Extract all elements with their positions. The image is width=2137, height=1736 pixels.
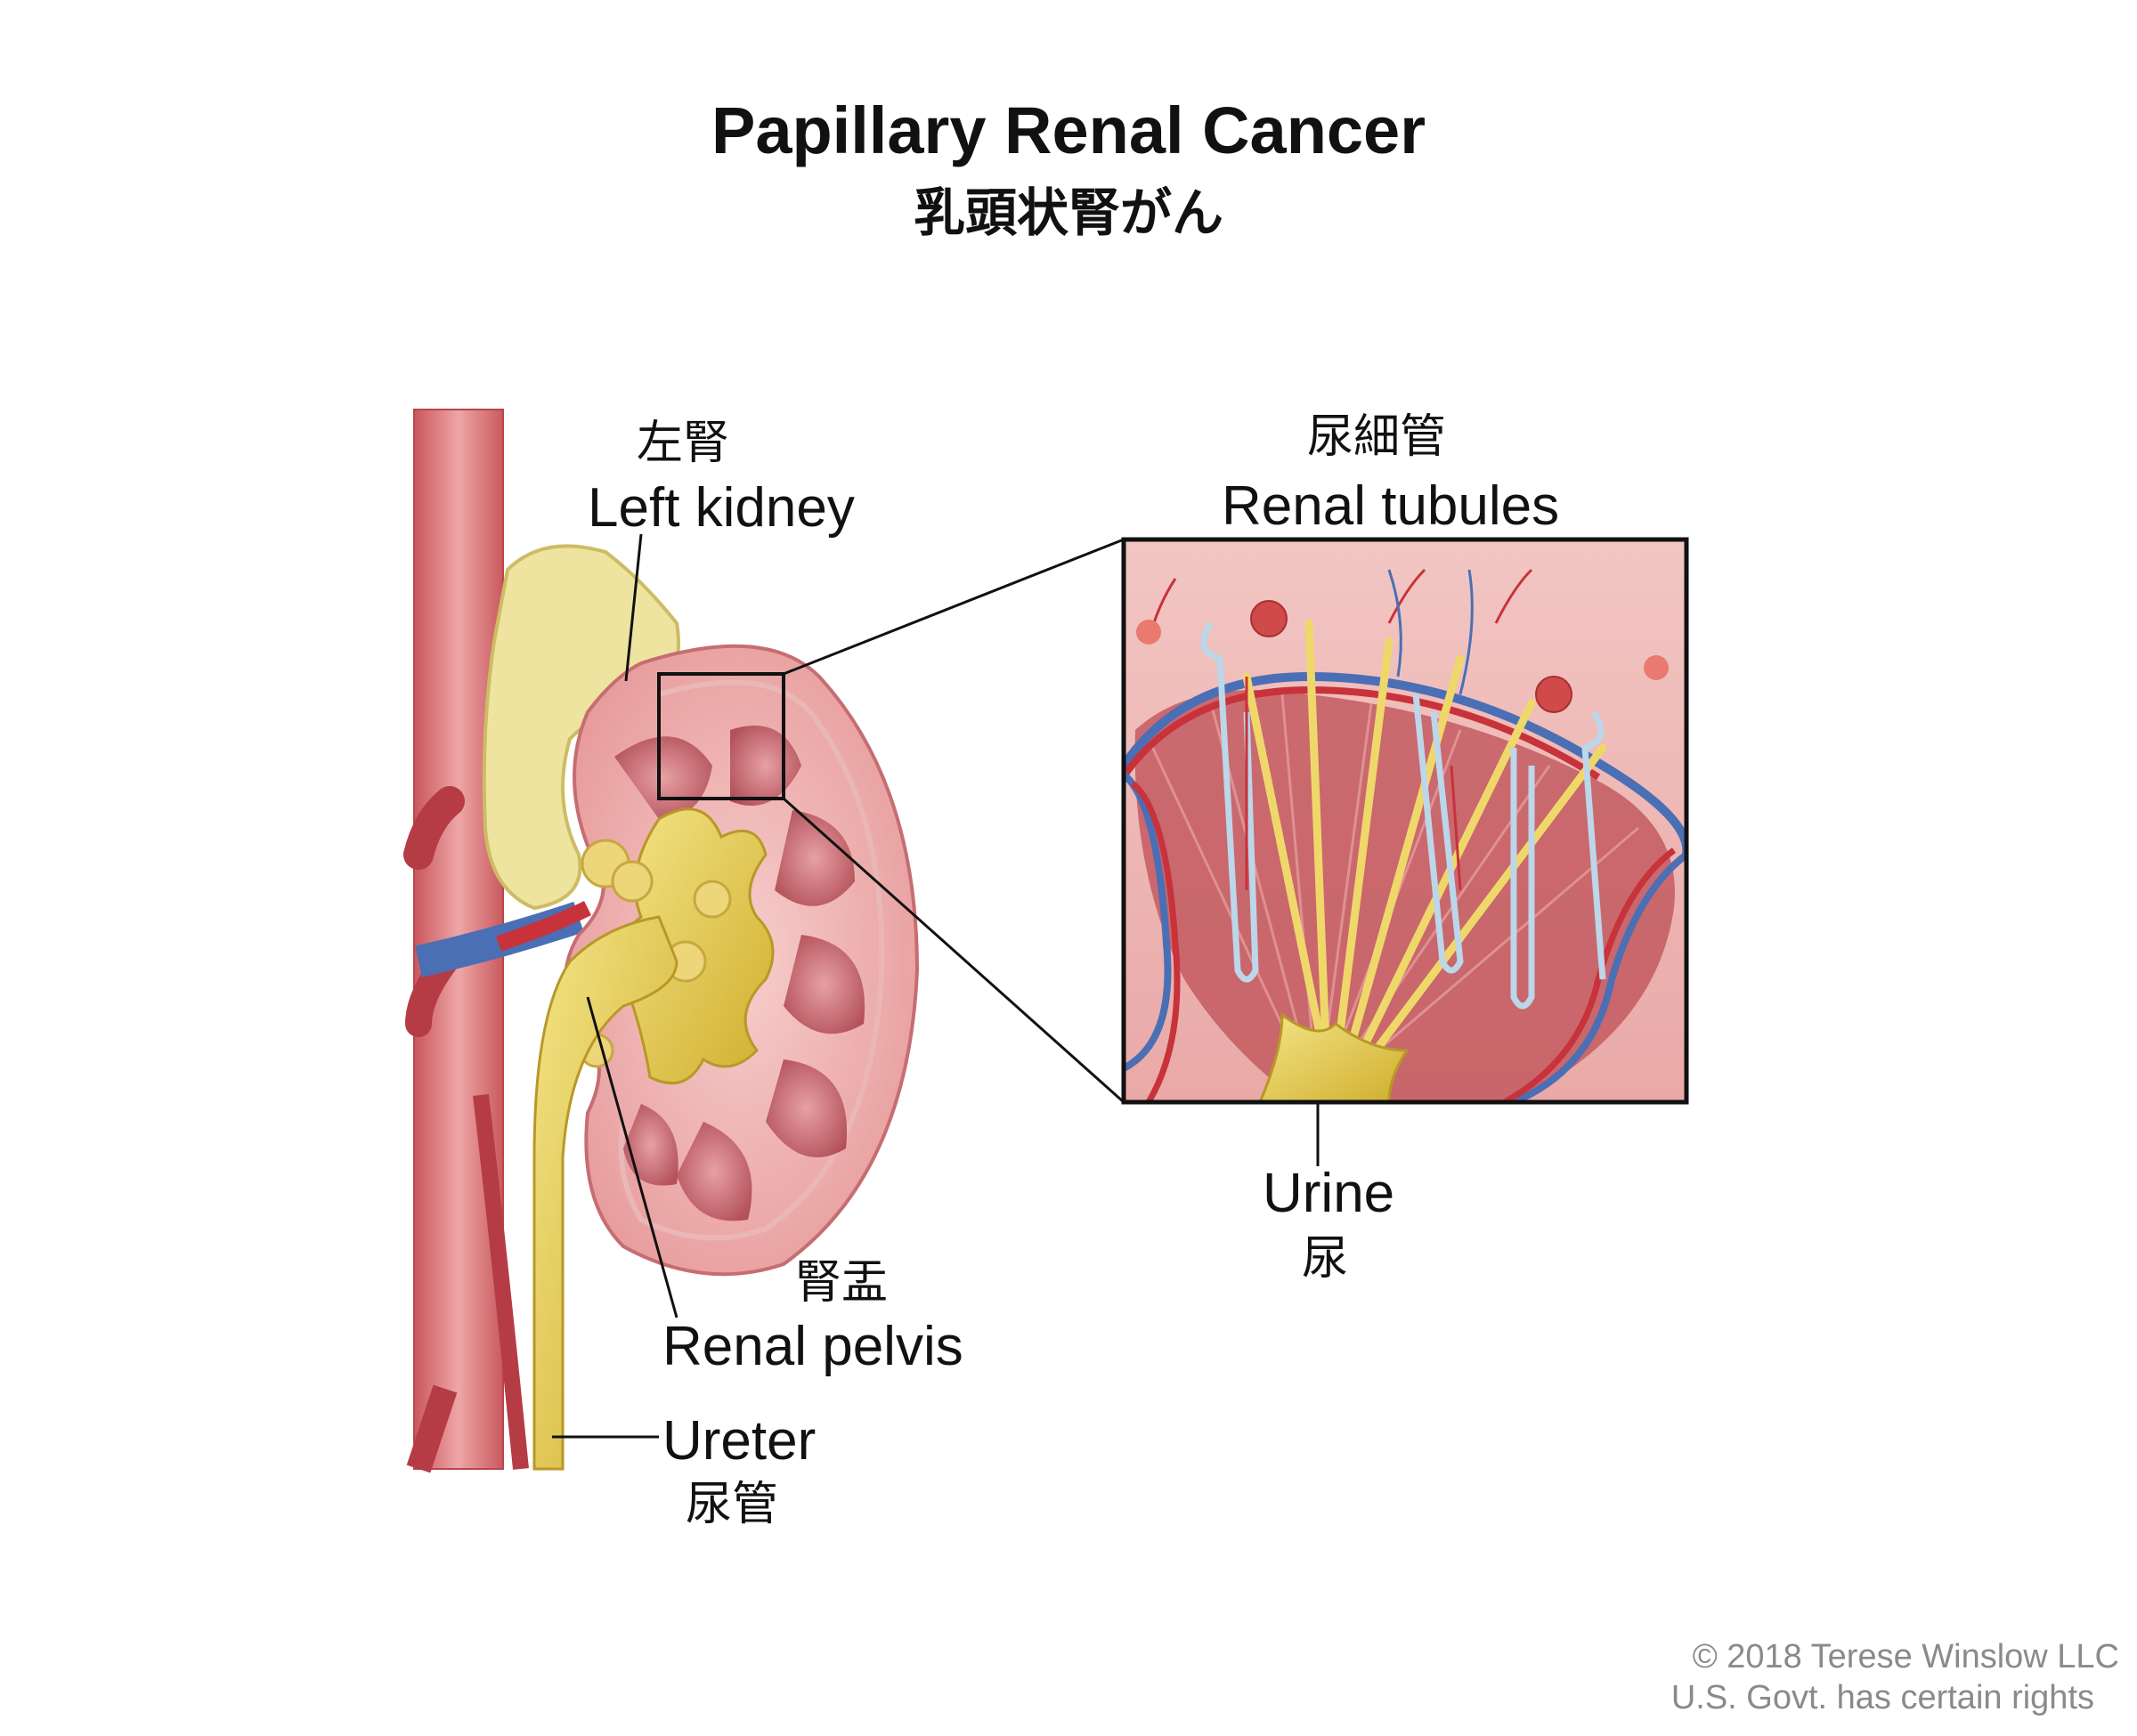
page-title: Papillary Renal Cancer [711,93,1426,167]
label-urine-ja: 尿 [1302,1232,1349,1286]
rights-line: U.S. Govt. has certain rights [1670,1679,2094,1716]
label-renal-pelvis-ja: 腎盂 [795,1256,889,1310]
ureter [532,915,678,1471]
page-title-japanese: 乳頭状腎がん [913,183,1223,243]
zoom-source-box [657,672,785,800]
label-renal-pelvis: Renal pelvis [662,1316,963,1377]
leader-left-kidney [624,533,643,682]
label-ureter-ja: 尿管 [686,1478,779,1531]
renal-artery [496,900,592,952]
label-renal-tubules-ja: 尿細管 [1307,410,1447,464]
label-left-kidney-ja: 左腎 [637,417,730,470]
label-ureter: Ureter [662,1410,817,1472]
label-left-kidney: Left kidney [588,477,855,539]
copyright-line: © 2018 Terese Winslow LLC [1692,1638,2119,1675]
label-urine: Urine [1263,1163,1395,1224]
leader-renal-pelvis [586,996,678,1318]
renal-tubules-inset [1121,537,1689,1105]
label-renal-tubules: Renal tubules [1222,475,1560,537]
